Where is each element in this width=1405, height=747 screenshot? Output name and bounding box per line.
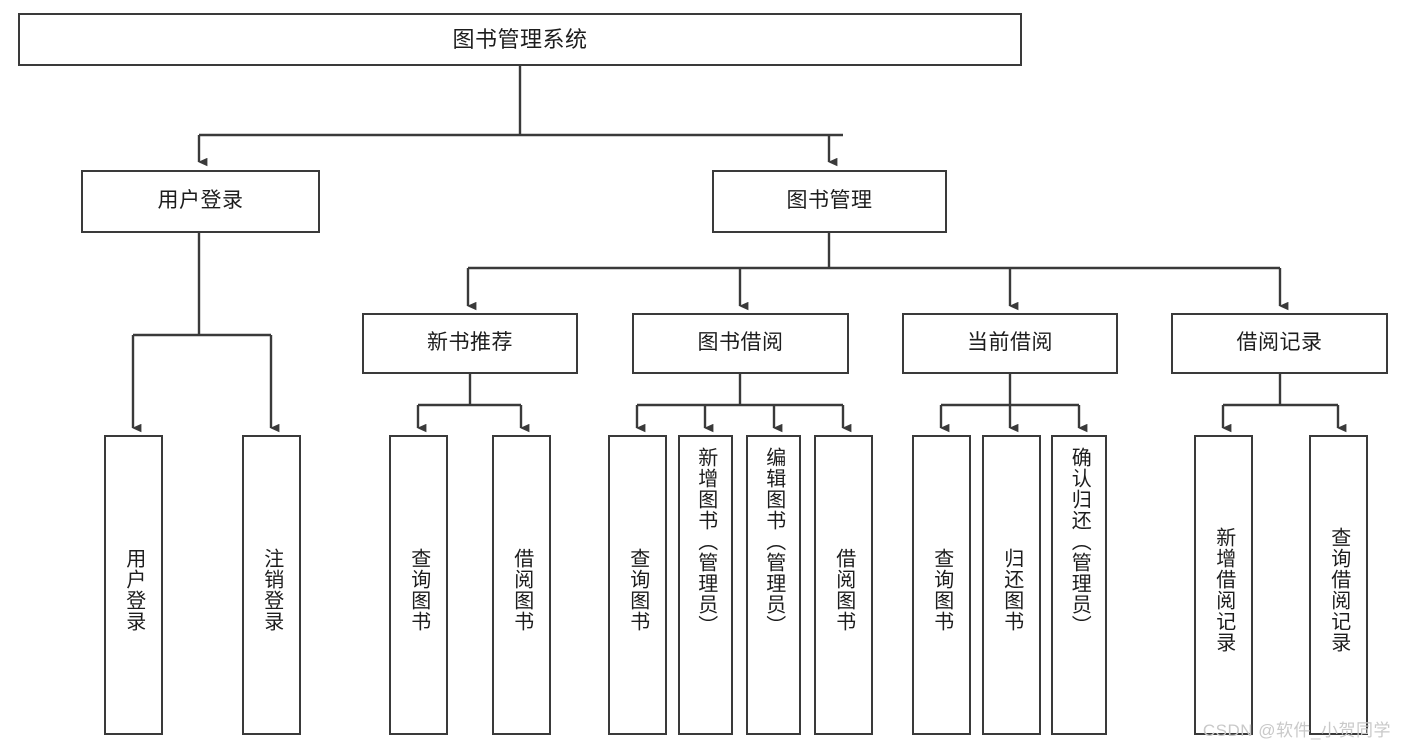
node-label: 图书管理系统 <box>452 26 588 52</box>
node-label: 图书借阅 <box>697 331 784 355</box>
node-label: 编辑图书（管理员） <box>762 447 785 636</box>
leaf-borrow-edit-book-admin[interactable]: 编辑图书（管理员） <box>746 435 801 735</box>
node-label: 图书管理 <box>786 189 873 213</box>
node-label: 查询图书 <box>626 548 649 632</box>
node-current-borrow[interactable]: 当前借阅 <box>902 313 1118 374</box>
leaf-record-add-borrow-record[interactable]: 新增借阅记录 <box>1194 435 1253 735</box>
node-label: 查询借阅记录 <box>1327 527 1350 653</box>
leaf-current-return-book[interactable]: 归还图书 <box>982 435 1041 735</box>
node-label: 注销登录 <box>260 548 283 632</box>
node-label: 新增借阅记录 <box>1212 527 1235 653</box>
node-label: 查询图书 <box>407 548 430 632</box>
leaf-current-confirm-return-admin[interactable]: 确认归还（管理员） <box>1051 435 1107 735</box>
leaf-recommend-borrow-book[interactable]: 借阅图书 <box>492 435 551 735</box>
node-label: 借阅图书 <box>510 548 533 632</box>
node-label: 新书推荐 <box>427 331 513 355</box>
leaf-borrow-borrow-book[interactable]: 借阅图书 <box>814 435 873 735</box>
leaf-user-login[interactable]: 用户登录 <box>104 435 163 735</box>
node-label: 新增图书（管理员） <box>694 447 717 636</box>
leaf-borrow-add-book-admin[interactable]: 新增图书（管理员） <box>678 435 733 735</box>
leaf-borrow-query-book[interactable]: 查询图书 <box>608 435 667 735</box>
node-book-management[interactable]: 图书管理 <box>712 170 947 233</box>
node-label: 借阅记录 <box>1236 331 1323 355</box>
node-new-book-recommend[interactable]: 新书推荐 <box>362 313 578 374</box>
node-label: 用户登录 <box>122 548 145 632</box>
node-label: 确认归还（管理员） <box>1068 447 1091 636</box>
leaf-recommend-query-book[interactable]: 查询图书 <box>389 435 448 735</box>
node-user-login[interactable]: 用户登录 <box>81 170 320 233</box>
leaf-user-logout[interactable]: 注销登录 <box>242 435 301 735</box>
node-label: 用户登录 <box>157 189 244 213</box>
node-label: 借阅图书 <box>832 548 855 632</box>
node-label: 查询图书 <box>930 548 953 632</box>
node-label: 当前借阅 <box>967 331 1053 355</box>
leaf-record-query-borrow-record[interactable]: 查询借阅记录 <box>1309 435 1368 735</box>
node-label: 归还图书 <box>1000 548 1023 632</box>
node-borrow-record[interactable]: 借阅记录 <box>1171 313 1388 374</box>
leaf-current-query-book[interactable]: 查询图书 <box>912 435 971 735</box>
node-book-borrow[interactable]: 图书借阅 <box>632 313 849 374</box>
node-root-book-management-system[interactable]: 图书管理系统 <box>18 13 1022 66</box>
csdn-watermark: CSDN @软件_小贺同学 <box>1202 721 1391 740</box>
